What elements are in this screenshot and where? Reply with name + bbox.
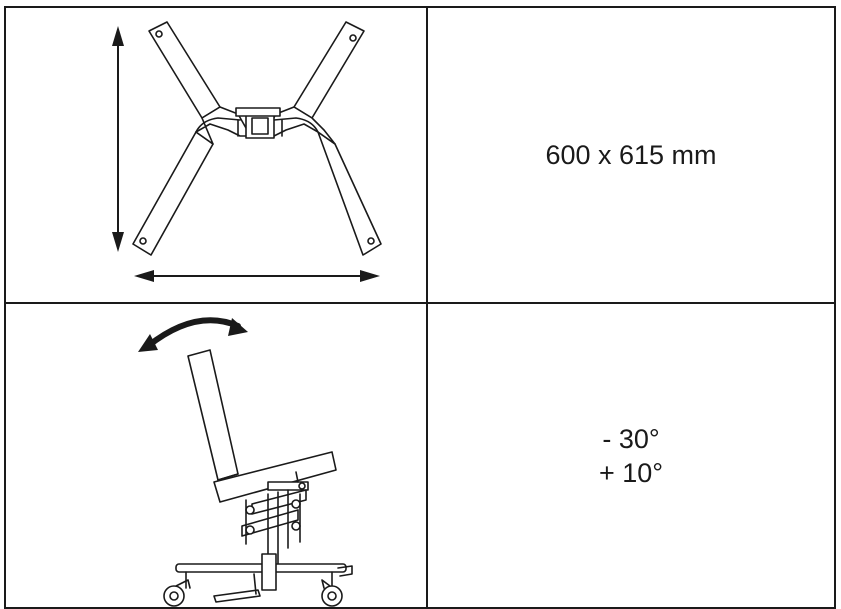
chair-seat-tilt-side-view-icon xyxy=(138,317,353,607)
seat-tilt-forward-value: + 10° xyxy=(598,457,664,488)
illustration-cell xyxy=(4,302,428,609)
seat-tilt-cell: - 30° + 10° xyxy=(426,302,836,609)
seat-tilt-back-value: - 30° xyxy=(602,423,660,454)
illustration-cell xyxy=(4,6,428,304)
base-dimensions-cell: 600 x 615 mm xyxy=(426,6,836,304)
spec-row-seat-tilt: - 30° + 10° xyxy=(4,302,836,609)
base-dimensions-value: 600 x 615 mm xyxy=(545,140,717,170)
chair-base-top-view-icon xyxy=(112,21,382,282)
spec-row-base-dimensions: 600 x 615 mm xyxy=(4,6,836,304)
spec-table: 600 x 615 mm xyxy=(4,6,836,609)
